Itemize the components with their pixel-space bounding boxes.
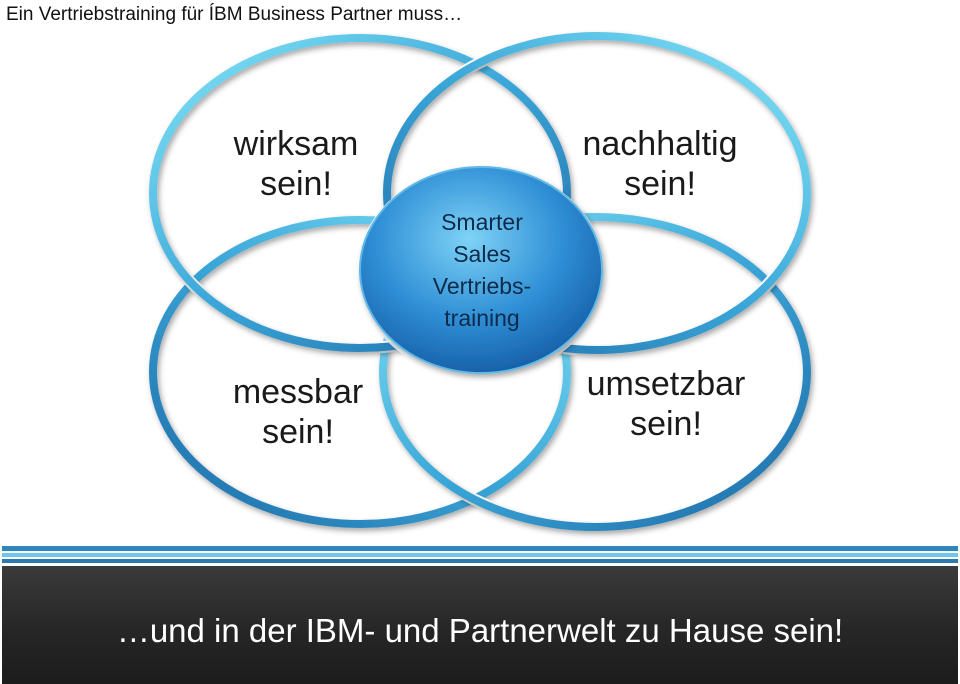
center-label: Smarter Sales Vertriebs- training <box>382 206 582 334</box>
footer-rule-middle <box>2 553 958 557</box>
label-bottom-left: messbar sein! <box>220 372 376 452</box>
label-bottom-right-line1: umsetzbar <box>586 365 746 403</box>
label-top-right: nachhaltig sein! <box>570 124 750 204</box>
label-top-left: wirksam sein! <box>218 124 374 204</box>
label-top-left-line2: sein! <box>260 165 332 203</box>
footer-rule-top <box>2 546 958 551</box>
footer-rule-bottom <box>2 559 958 563</box>
center-line2: Sales <box>453 241 511 267</box>
label-bottom-right: umsetzbar sein! <box>570 364 762 444</box>
label-bottom-left-line1: messbar <box>232 373 364 411</box>
slide-title: Ein Vertriebstraining für ÍBM Business P… <box>6 4 463 25</box>
label-top-right-line1: nachhaltig <box>582 125 738 163</box>
center-line3: Vertriebs- <box>432 273 532 299</box>
label-top-left-line1: wirksam <box>233 125 359 163</box>
label-bottom-left-line2: sein! <box>262 413 334 451</box>
footer-bar <box>2 566 958 684</box>
footer-text: …und in der IBM- und Partnerwelt zu Haus… <box>116 612 844 649</box>
center-line1: Smarter <box>441 209 523 235</box>
label-top-right-line2: sein! <box>624 165 696 203</box>
label-bottom-right-line2: sein! <box>630 405 702 443</box>
venn-diagram <box>147 30 813 533</box>
center-line4: training <box>444 305 520 331</box>
